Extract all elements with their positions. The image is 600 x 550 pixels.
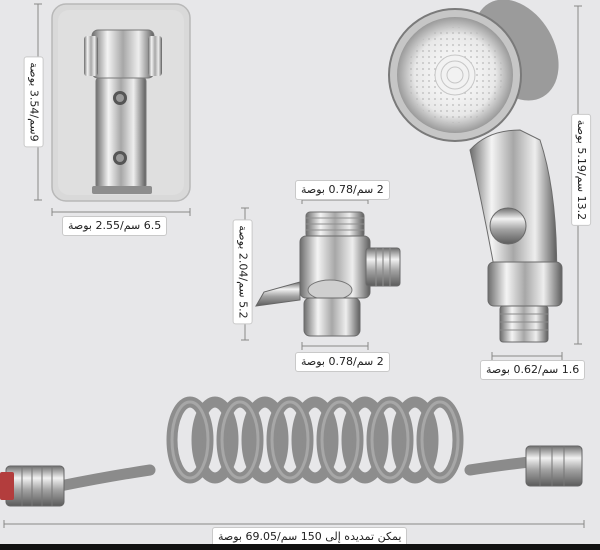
valve-height-label: 5.2 سم/2.04 بوصة bbox=[232, 219, 253, 325]
valve-top-label: 2 سم/0.78 بوصة bbox=[295, 180, 390, 200]
coiled-hose-icon bbox=[0, 396, 583, 507]
shower-head-icon bbox=[388, 0, 563, 343]
diverter-valve-icon bbox=[255, 211, 401, 337]
wall-bracket-icon bbox=[51, 3, 191, 202]
head-width-label: 1.6 سم/0.62 بوصة bbox=[480, 360, 586, 380]
head-height-label: 13.2 سم/5.19 بوصة bbox=[571, 113, 592, 227]
valve-bottom-label: 2 سم/0.78 بوصة bbox=[295, 352, 390, 372]
hose-length-label: يمكن تمديده إلى 150 سم/69.05 بوصة bbox=[212, 527, 408, 547]
bottom-bar bbox=[0, 544, 600, 550]
bracket-width-label: 6.5 سم/2.55 بوصة bbox=[62, 216, 168, 236]
bracket-height-label: 9سم/3.54 بوصة bbox=[23, 56, 44, 148]
hose-dimension-line bbox=[3, 520, 585, 528]
